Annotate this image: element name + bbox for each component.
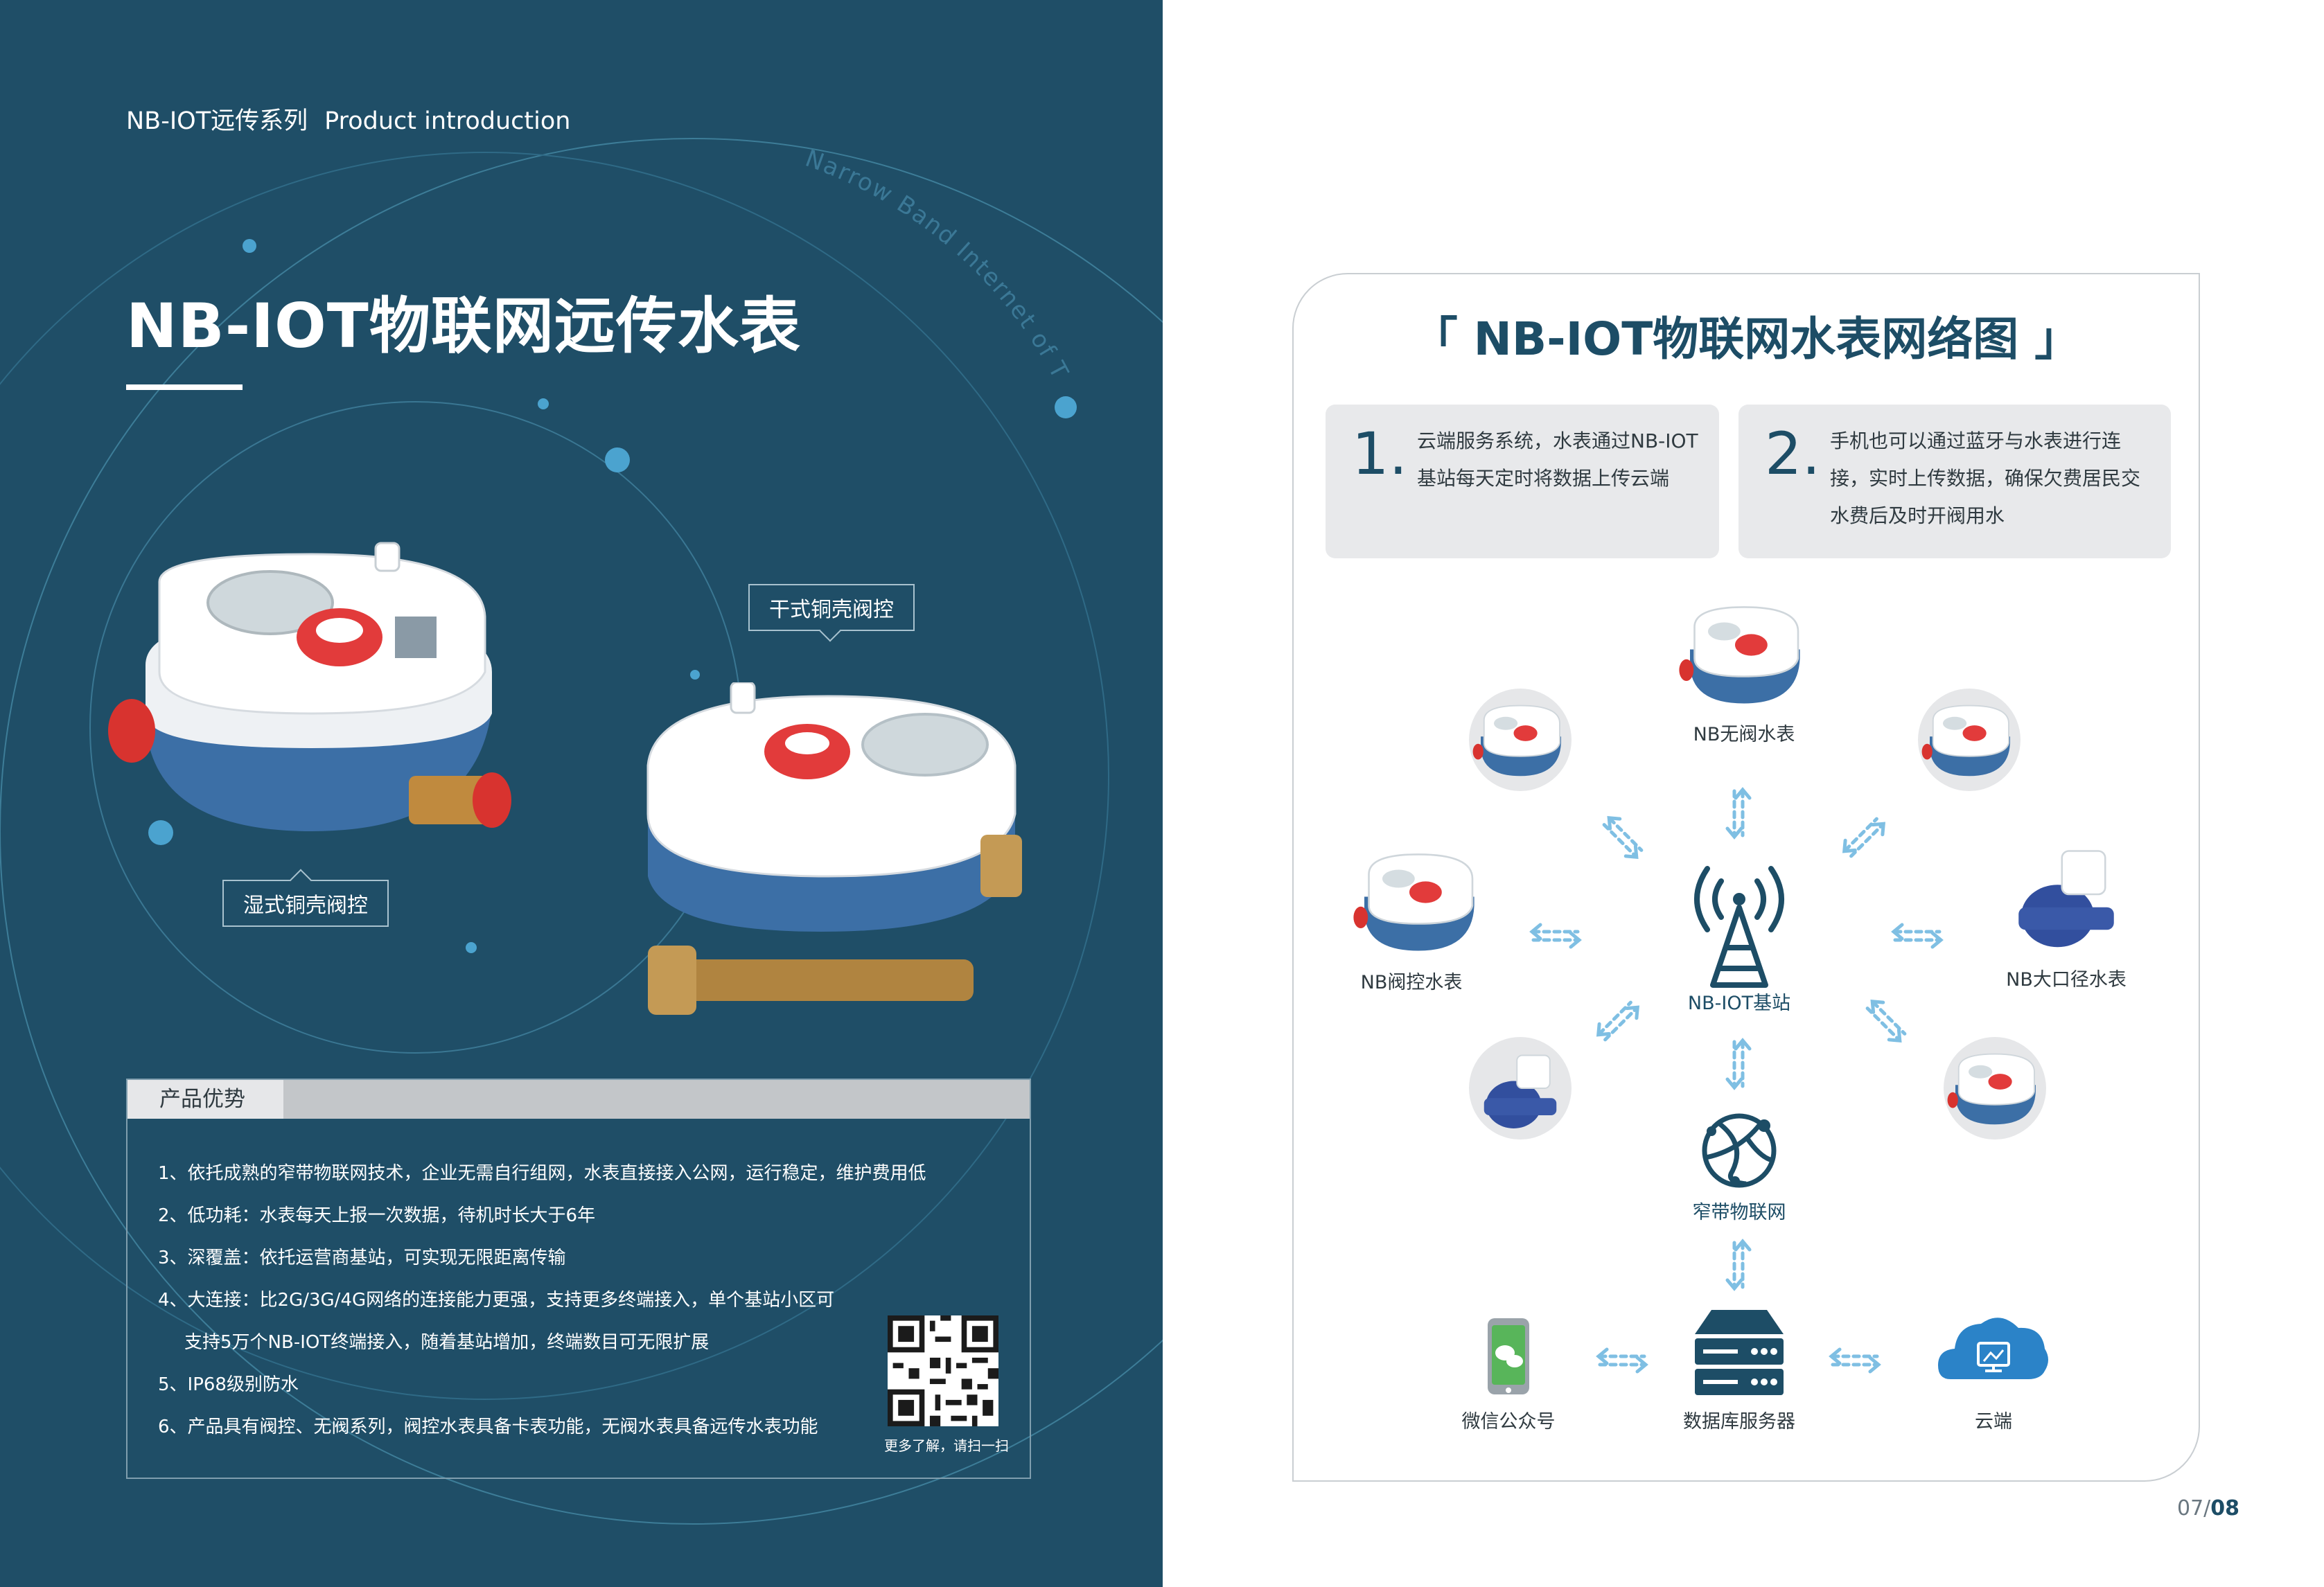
- advantages-list: 1、依托成熟的窄带物联网技术，企业无需自行组网，水表直接接入公网，运行稳定，维护…: [158, 1153, 926, 1448]
- antenna-icon: [1694, 866, 1784, 988]
- node-label-valveless: NB无阀水表: [1693, 724, 1795, 745]
- info-card-number: 1.: [1352, 420, 1408, 488]
- nb-valve-meter: [1353, 853, 1475, 952]
- advantage-item-continued: 支持5万个NB-IOT终端接入，随着基站增加，终端数目可无限扩展: [184, 1332, 710, 1353]
- advantage-item: 6、产品具有阀控、无阀系列，阀控水表具备卡表功能，无阀水表具备远传水表功能: [158, 1417, 818, 1437]
- series-cn: NB-IOT远传系列: [126, 107, 308, 135]
- series-header: NB-IOT远传系列 Product introduction: [126, 101, 570, 136]
- globe-icon: [1702, 1113, 1777, 1188]
- advantage-item: 1、依托成熟的窄带物联网技术，企业无需自行组网，水表直接接入公网，运行稳定，维护…: [158, 1163, 926, 1184]
- node-label-narrowband: 窄带物联网: [1692, 1202, 1786, 1223]
- advantage-item: 2、低功耗：水表每天上报一次数据，待机时长大于6年: [158, 1205, 596, 1226]
- node-label-server: 数据库服务器: [1683, 1411, 1795, 1433]
- node-label-cloud: 云端: [1975, 1411, 2012, 1433]
- qr-caption: 更多了解，请扫一扫: [884, 1437, 1009, 1454]
- info-card-text: 云端服务系统，水表通过NB-IOT基站每天定时将数据上传云端: [1417, 429, 1698, 490]
- node-label-base-station: NB-IOT基站: [1687, 993, 1791, 1014]
- phone-icon: [1488, 1318, 1529, 1394]
- page-title: NB-IOT物联网远传水表: [126, 290, 801, 362]
- advantage-item: 5、IP68级别防水: [158, 1374, 299, 1395]
- wet-meter-callout: 湿式铜壳阀控: [222, 869, 389, 927]
- series-en: Product introduction: [324, 107, 571, 135]
- dry-meter-callout: 干式铜壳阀控: [748, 584, 915, 642]
- orbit-lines: Narrow Band Internet of Things: [0, 0, 1163, 1525]
- node-label-valve: NB阀控水表: [1360, 972, 1463, 993]
- node-label-wechat: 微信公众号: [1461, 1411, 1556, 1433]
- dry-meter-label: 干式铜壳阀控: [769, 598, 894, 622]
- network-diagram-panel: 「 NB-IOT物联网水表网络图 」 1. 云端服务系统，水表通过NB-IOT基…: [1292, 273, 2200, 1482]
- wet-meter-label: 湿式铜壳阀控: [243, 894, 368, 918]
- node-label-large: NB大口径水表: [2006, 969, 2127, 991]
- dry-meter-image: [646, 682, 1022, 1015]
- advantage-item: 3、深覆盖：依托运营商基站，可实现无限距离传输: [158, 1248, 566, 1268]
- network-title: 「 NB-IOT物联网水表网络图 」: [1411, 312, 2081, 366]
- network-diagram: [1353, 606, 2115, 1395]
- page-number: 07/08: [2177, 1496, 2240, 1520]
- advantages-tab: 产品优势: [127, 1080, 283, 1119]
- left-page: Narrow Band Internet of Things NB-IOT远传系…: [0, 0, 1163, 1587]
- advantages-box: 产品优势 1、依托成熟的窄带物联网技术，企业无需自行组网，水表直接接入公网，运行…: [126, 1079, 1031, 1479]
- info-card-1: 1. 云端服务系统，水表通过NB-IOT基站每天定时将数据上传云端: [1326, 405, 1719, 558]
- title-underline: [126, 384, 243, 390]
- cloud-icon: [1938, 1318, 2048, 1379]
- nb-valveless-meter: [1678, 606, 1801, 704]
- info-card-2: 2. 手机也可以通过蓝牙与水表进行连接，实时上传数据，确保欠费居民交水费后及时开…: [1738, 405, 2171, 558]
- advantage-item: 4、大连接：比2G/3G/4G网络的连接能力更强，支持更多终端接入，单个基站小区…: [158, 1290, 835, 1311]
- qr-code[interactable]: [888, 1315, 998, 1426]
- nb-large-meter: [2018, 850, 2115, 948]
- wet-meter-image: [108, 542, 511, 831]
- info-card-text: 手机也可以通过蓝牙与水表进行连接，实时上传数据，确保欠费居民交水费后及时开阀用水: [1830, 429, 2141, 527]
- server-icon: [1695, 1310, 1784, 1395]
- info-card-number: 2.: [1765, 420, 1821, 488]
